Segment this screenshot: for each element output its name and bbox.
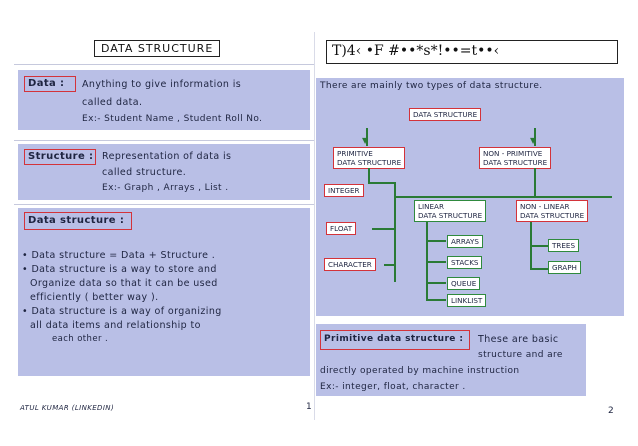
connector (530, 245, 548, 247)
highlight-ds (18, 208, 310, 376)
page-number: 2 (608, 406, 615, 416)
right-page: T)4‹ •F #••*s*!••=t••‹ There are mainly … (316, 32, 624, 424)
node-stacks: STACKS (447, 256, 483, 269)
connector (426, 240, 446, 242)
pds-definition-3: directly operated by machine instruction (320, 366, 520, 376)
bullet-item-cont: all data items and relationship to (30, 320, 201, 331)
header-box (326, 40, 618, 64)
node-float: FLOAT (326, 222, 357, 235)
structure-definition-2: called structure. (102, 167, 187, 178)
bullet-item-cont: efficiently ( better way ). (30, 292, 159, 303)
left-page: DATA STRUCTURE Data : Anything to give i… (14, 32, 315, 420)
pds-definition-2: structure and are (478, 350, 563, 360)
data-heading: Data : (28, 78, 65, 89)
connector (426, 261, 446, 263)
arrow-down-icon: ▼ (362, 136, 369, 145)
node-trees: TREES (548, 239, 580, 252)
connector (394, 182, 396, 282)
node-character: CHARACTER (324, 258, 376, 271)
connector (426, 299, 446, 301)
node-integer: INTEGER (324, 184, 364, 197)
data-definition-1: Anything to give information is (82, 79, 242, 90)
structure-heading: Structure : (28, 151, 94, 162)
ds-heading-box (24, 212, 132, 230)
connector (384, 264, 394, 266)
structure-heading-box (24, 149, 96, 165)
arrow-down-icon: ▼ (530, 136, 537, 145)
pds-heading-box (320, 330, 470, 350)
node-graph: GRAPH (548, 261, 581, 274)
data-example: Ex:- Student Name , Student Roll No. (82, 114, 263, 124)
highlight-structure (18, 144, 310, 200)
connector (534, 128, 536, 146)
node-data-structure: DATA STRUCTURE (409, 108, 482, 121)
bullet-item: • Data structure is a way to store and (22, 264, 217, 275)
connector (370, 182, 396, 184)
bullet-item-cont: each other . (52, 334, 109, 344)
highlight-data (18, 70, 310, 130)
bullet-item-cont: Organize data so that it can be used (30, 278, 218, 289)
connector (368, 168, 370, 184)
bullet-list: • Data structure = Data + Structure . • … (22, 250, 312, 348)
page-title: DATA STRUCTURE (94, 40, 221, 57)
connector (530, 268, 548, 270)
node-linklist: LINKLIST (447, 294, 487, 307)
ds-heading: Data structure : (28, 215, 125, 226)
pds-example: Ex:- integer, float, character . (320, 382, 466, 392)
connector (366, 128, 368, 146)
pds-definition-1: These are basic (478, 334, 559, 345)
bullet-item: • Data structure = Data + Structure . (22, 250, 216, 261)
connector (426, 282, 446, 284)
bullet-item: • Data structure is a way of organizing (22, 306, 222, 317)
node-queue: QUEUE (447, 277, 481, 290)
data-heading-box (24, 76, 76, 92)
connector (394, 196, 612, 198)
node-arrays: ARRAYS (447, 235, 483, 248)
data-definition-2: called data. (82, 97, 143, 108)
connector (534, 168, 536, 198)
page-number: 1 (306, 402, 313, 412)
structure-definition-1: Representation of data is (102, 151, 232, 162)
intro-text: There are mainly two types of data struc… (320, 81, 543, 91)
highlight-pds (316, 324, 586, 396)
header-text: T)4‹ •F #••*s*!••=t••‹ (332, 43, 500, 59)
author-credit: ATUL KUMAR (LINKEDIN) (20, 404, 115, 412)
structure-example: Ex:- Graph , Arrays , List . (102, 183, 229, 193)
pds-heading: Primitive data structure : (324, 334, 464, 344)
connector (372, 228, 394, 230)
